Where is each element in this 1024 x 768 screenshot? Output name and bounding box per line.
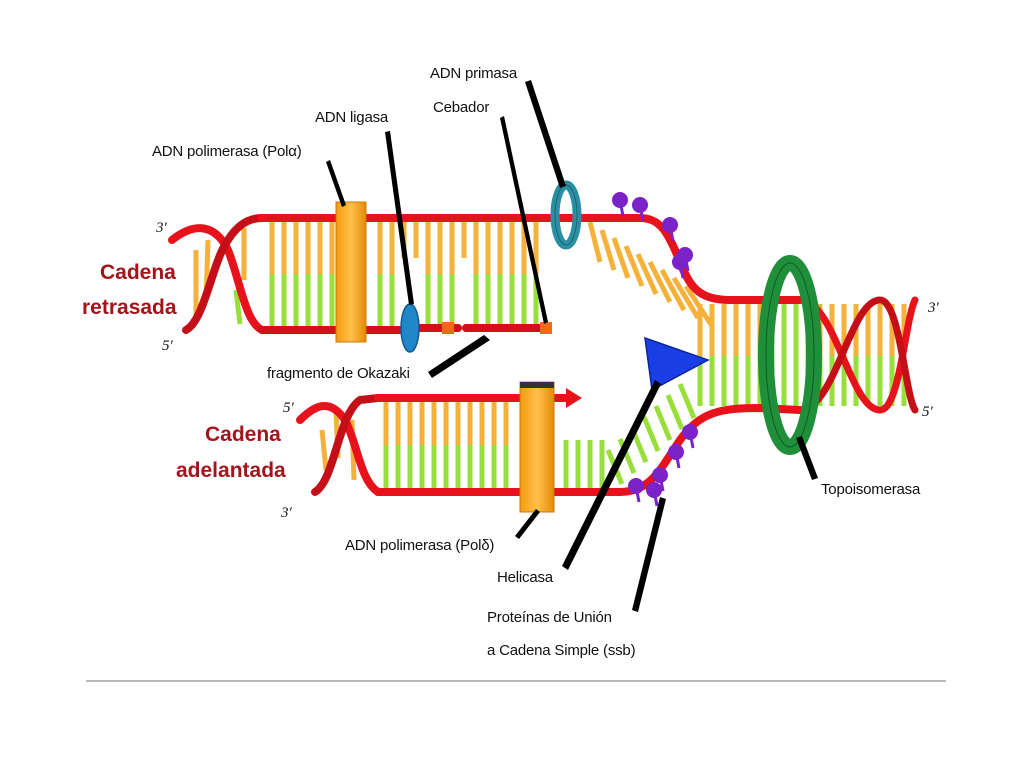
single-strand-base-top — [683, 284, 715, 328]
lagging-strand-duplex — [168, 214, 804, 334]
label-ligase: ADN ligasa — [315, 109, 389, 126]
single-strand-base-top — [635, 252, 659, 296]
ssb-protein-icon — [668, 444, 684, 460]
single-strand-base-bottom — [617, 438, 637, 474]
label-primer: Cebador — [433, 99, 489, 116]
single-strand-base-bottom — [641, 416, 661, 452]
ssb-protein-icon — [682, 424, 698, 440]
label-topoisomerase: Topoisomerasa — [821, 481, 921, 498]
leader-pol-delta — [515, 509, 540, 539]
single-strand-base-top — [599, 229, 617, 271]
ssb-proteins — [612, 192, 698, 507]
twist-base-pair — [319, 429, 329, 471]
label-helicase: Helicasa — [497, 569, 554, 586]
leader-okazaki — [428, 335, 490, 378]
parental-backbone-a — [796, 296, 919, 414]
lagging-base-pairs — [193, 221, 715, 328]
leader-lines — [326, 80, 818, 612]
ssb-protein-icon — [662, 217, 678, 233]
label-ssb-line2: a Cadena Simple (ssb) — [487, 642, 636, 659]
label-pol-delta: ADN polimerasa (Polδ) — [345, 537, 494, 554]
primer-rna-1 — [442, 322, 454, 334]
single-strand-base-top — [611, 237, 631, 279]
single-strand-base-bottom — [677, 383, 697, 419]
parental-backbone-b — [796, 296, 919, 414]
parental-base-pairs — [697, 304, 907, 406]
leader-helicase — [562, 380, 661, 570]
single-strand-base-top — [659, 268, 687, 312]
label-lagging-1: Cadena — [100, 261, 176, 284]
leading-strand-duplex — [296, 383, 804, 496]
single-strand-base-top — [671, 276, 701, 320]
label-ssb-line1: Proteínas de Unión — [487, 609, 612, 626]
polymerase-alpha — [335, 201, 367, 343]
single-strand-base-top — [623, 245, 645, 287]
ssb-protein-icon — [632, 197, 648, 213]
leader-pol-alpha — [326, 160, 346, 207]
label-pol-alpha: ADN polimerasa (Polα) — [152, 143, 302, 160]
single-strand-base-bottom — [653, 405, 673, 441]
end-lead-top: 5′ — [283, 400, 295, 416]
ligase-protein — [400, 303, 420, 353]
label-leading-1: Cadena — [205, 423, 281, 446]
helicase-triangle — [644, 336, 710, 392]
ssb-protein-icon — [652, 467, 668, 483]
end-lag-bottom: 5′ — [162, 338, 174, 354]
label-okazaki: fragmento de Okazaki — [267, 365, 410, 382]
leader-ligase — [385, 131, 414, 305]
label-leading-2: adelantada — [176, 459, 286, 482]
end-lag-top: 3′ — [155, 220, 168, 236]
leading-growth-arrowhead — [566, 388, 582, 408]
lagging-twist-a — [168, 224, 266, 334]
single-strand-base-top — [647, 260, 673, 304]
leading-twist-b — [311, 394, 382, 496]
lagging-twist-b — [182, 214, 266, 334]
ssb-protein-icon — [612, 192, 628, 208]
ssb-protein-icon — [646, 482, 662, 498]
leader-ssb — [632, 497, 666, 612]
end-parent-bottom: 5′ — [922, 404, 934, 420]
label-lagging-2: retrasada — [82, 296, 177, 319]
label-primase: ADN primasa — [430, 65, 518, 82]
primase-ring — [550, 180, 582, 250]
end-parent-top: 3′ — [927, 300, 940, 316]
ssb-protein-icon — [628, 478, 644, 494]
ssb-protein-icon — [672, 254, 688, 270]
leader-topoisomerase — [796, 436, 818, 480]
end-lead-bottom: 3′ — [280, 505, 293, 521]
primer-rna-2 — [540, 322, 552, 334]
polymerase-delta — [519, 381, 555, 513]
twist-base-pair — [233, 289, 243, 325]
single-strand-base-top — [587, 221, 603, 263]
topoisomerase-ring — [758, 255, 822, 455]
leader-primase — [525, 80, 566, 188]
single-strand-base-bottom — [665, 394, 685, 430]
leader-primer — [500, 116, 548, 324]
